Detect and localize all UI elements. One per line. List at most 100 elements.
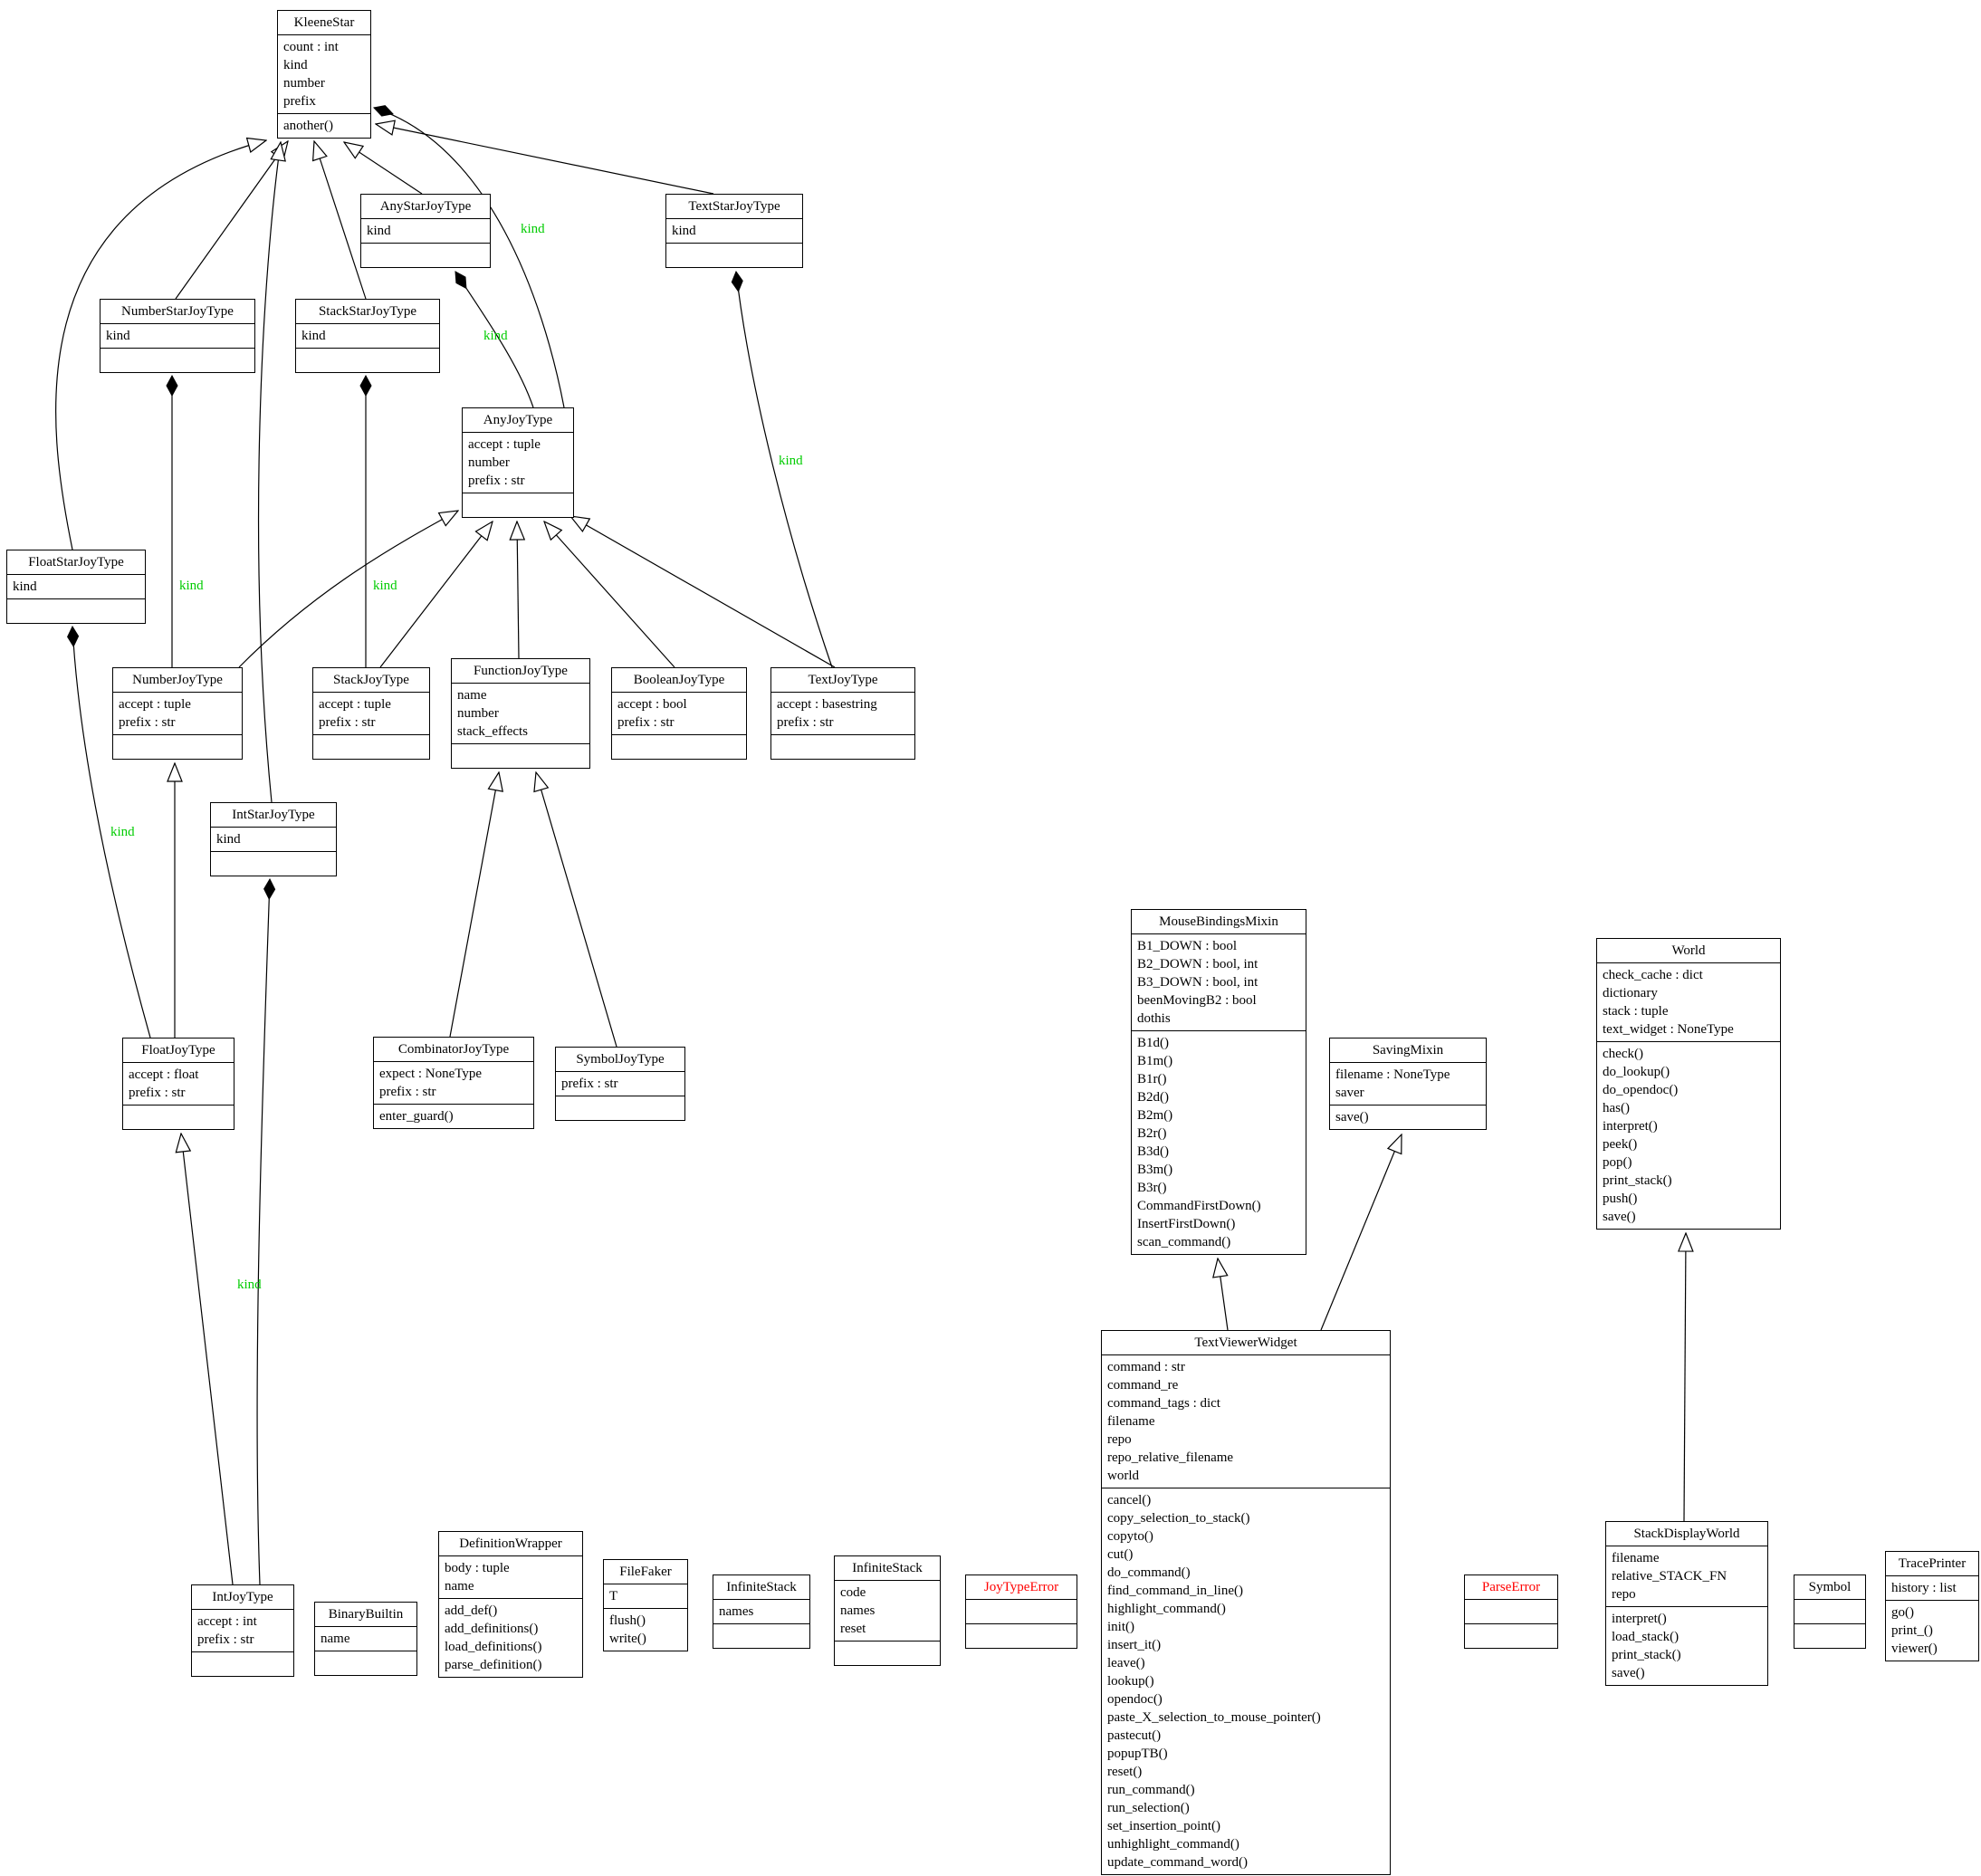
method: print_stack() (1612, 1648, 1681, 1662)
class-intstarjoytype: IntStarJoyType kind (210, 802, 337, 876)
method: B1r() (1137, 1072, 1167, 1086)
class-name: SavingMixin (1330, 1038, 1486, 1063)
class-name: IntJoyType (192, 1585, 293, 1610)
attribute: accept : basestring (777, 697, 877, 712)
class-methods: add_def()add_definitions()load_definitio… (439, 1599, 582, 1677)
method: cancel() (1107, 1493, 1152, 1508)
method: InsertFirstDown() (1137, 1217, 1236, 1231)
edge-inherit-stackdisplayworld-world (1684, 1233, 1686, 1522)
attribute: kind (672, 224, 696, 238)
class-methods: interpret()load_stack()print_stack()save… (1606, 1607, 1767, 1685)
method: set_insertion_point() (1107, 1819, 1220, 1833)
method: do_lookup() (1603, 1065, 1670, 1079)
class-attributes (1465, 1600, 1557, 1624)
method: B1m() (1137, 1054, 1173, 1068)
edge-inherit-functionjoytype-anyjoytype (517, 522, 519, 659)
method: run_selection() (1107, 1801, 1190, 1815)
method: write() (609, 1632, 646, 1646)
attribute: expect : NoneType (379, 1067, 483, 1081)
edge-inherit-textviewerwidget-mousebindingsmixin (1218, 1259, 1228, 1331)
class-name: AnyStarJoyType (361, 195, 490, 219)
attribute: repo (1107, 1432, 1132, 1447)
attribute: code (840, 1585, 866, 1600)
class-name: DefinitionWrapper (439, 1532, 582, 1556)
attribute: name (321, 1632, 350, 1646)
edge-label-kind: kind (110, 825, 135, 839)
method: run_command() (1107, 1783, 1195, 1797)
edge-kind-floatjoytype-floatstarjoytype (67, 625, 151, 1038)
method: B2r() (1137, 1126, 1167, 1141)
class-name: TextJoyType (771, 668, 914, 693)
class-traceprinter: TracePrinter history : list go()print_()… (1885, 1551, 1979, 1661)
attribute: prefix : str (617, 715, 675, 730)
edge-kind-textjoytype-textstarjoytype (731, 270, 833, 668)
method: B3r() (1137, 1181, 1167, 1195)
class-attributes: kind (361, 219, 490, 244)
class-methods: another() (278, 114, 370, 138)
method: pop() (1603, 1155, 1632, 1170)
attribute: prefix : str (468, 474, 525, 488)
class-name: StackJoyType (313, 668, 429, 693)
method: print_() (1891, 1623, 1933, 1638)
class-methods (835, 1642, 940, 1665)
class-methods (100, 349, 254, 372)
attribute: command_tags : dict (1107, 1396, 1220, 1411)
class-name: TextViewerWidget (1102, 1331, 1390, 1355)
edge-label-kind: kind (779, 454, 803, 468)
class-symboljoytype: SymbolJoyType prefix : str (555, 1047, 685, 1121)
attribute: beenMovingB2 : bool (1137, 993, 1257, 1008)
class-name: SymbolJoyType (556, 1048, 684, 1072)
method: cut() (1107, 1547, 1134, 1562)
class-name: KleeneStar (278, 11, 370, 35)
method: another() (283, 119, 333, 133)
attribute: number (283, 76, 325, 91)
method: copy_selection_to_stack() (1107, 1511, 1250, 1526)
class-attributes (1794, 1600, 1865, 1624)
class-attributes: T (604, 1584, 687, 1609)
class-methods: B1d()B1m()B1r()B2d()B2m()B2r()B3d()B3m()… (1132, 1031, 1306, 1254)
edge-label-kind: kind (237, 1278, 262, 1292)
class-textstarjoytype: TextStarJoyType kind (665, 194, 803, 268)
attribute: B3_DOWN : bool, int (1137, 975, 1258, 990)
class-methods (361, 244, 490, 267)
class-name: InfiniteStack (713, 1575, 809, 1600)
edge-inherit-symboljoytype-functionjoytype (536, 772, 617, 1048)
attribute: number (468, 455, 510, 470)
class-name: Symbol (1794, 1575, 1865, 1600)
class-methods (666, 244, 802, 267)
method: do_command() (1107, 1565, 1191, 1580)
class-attributes: kind (100, 324, 254, 349)
attribute: dictionary (1603, 986, 1658, 1000)
method: B1d() (1137, 1036, 1169, 1050)
attribute: dothis (1137, 1011, 1171, 1026)
method: highlight_command() (1107, 1602, 1226, 1616)
class-stackstarjoytype: StackStarJoyType kind (295, 299, 440, 373)
edge-label-kind: kind (179, 579, 204, 593)
method: save() (1603, 1210, 1636, 1224)
method: unhighlight_command() (1107, 1837, 1239, 1852)
attribute: kind (301, 329, 326, 343)
attribute: names (719, 1604, 754, 1619)
class-filefaker: FileFaker T flush()write() (603, 1559, 688, 1651)
method: peek() (1603, 1137, 1638, 1152)
class-binarybuiltin: BinaryBuiltin name (314, 1602, 417, 1676)
method: enter_guard() (379, 1109, 454, 1124)
edge-inherit-numberstarjoytype-kleenestar (175, 141, 288, 300)
class-methods: enter_guard() (374, 1105, 533, 1128)
attribute: accept : int (197, 1614, 257, 1629)
class-attributes: name (315, 1627, 416, 1651)
attribute: stack : tuple (1603, 1004, 1669, 1019)
attribute: prefix : str (777, 715, 834, 730)
method: popupTB() (1107, 1747, 1168, 1761)
attribute: B1_DOWN : bool (1137, 939, 1237, 953)
